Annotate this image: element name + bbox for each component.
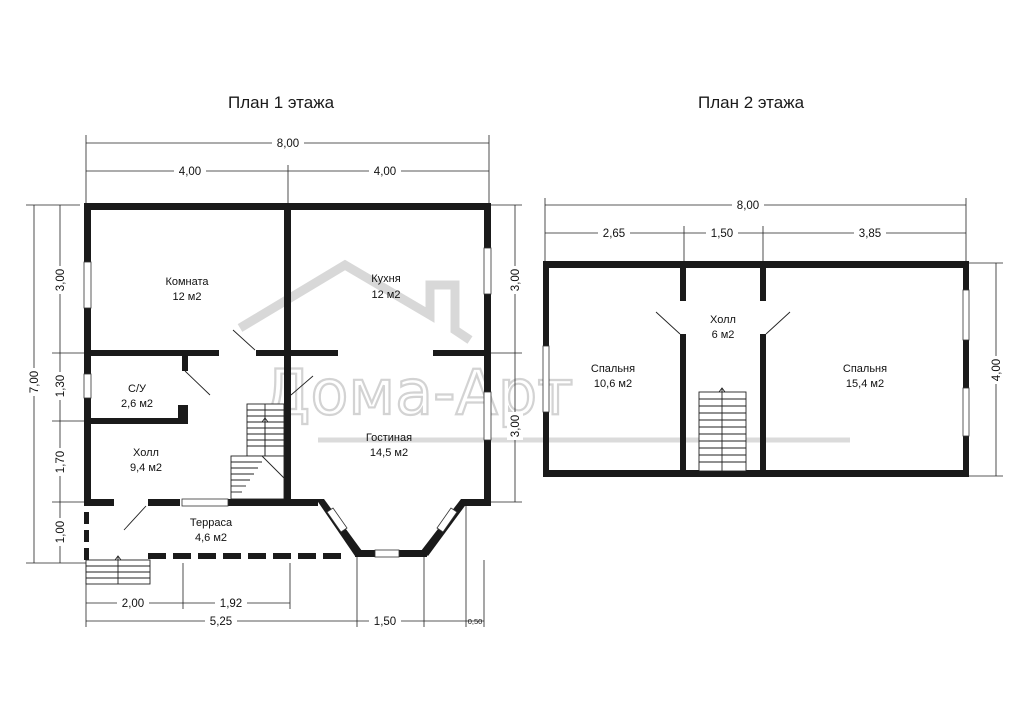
floor2-right-dimensions: 4,00 bbox=[966, 262, 1004, 477]
window-left-room bbox=[83, 261, 92, 309]
floor2-stairs bbox=[698, 387, 747, 472]
room-bathroom-area: 2,6 м2 bbox=[121, 398, 153, 410]
floor2-plan: 8,00 2,65 1,50 3,85 4,00 bbox=[542, 198, 1004, 477]
f2-window-right-bottom bbox=[962, 387, 970, 437]
room-kitchen-name: Кухня bbox=[371, 273, 400, 285]
room-komnata-name: Комната bbox=[165, 276, 209, 288]
room-hall-area: 9,4 м2 bbox=[130, 462, 162, 474]
dim-right-seg1: 3,00 bbox=[510, 269, 522, 291]
room-hall-name: Холл bbox=[133, 447, 159, 459]
room-bathroom-name: С/У bbox=[128, 383, 147, 395]
f2-room-bedroom2-area: 15,4 м2 bbox=[846, 378, 884, 390]
f2-window-left bbox=[542, 345, 550, 413]
floor1-doors bbox=[123, 329, 314, 531]
f2-dim-seg3: 3,85 bbox=[859, 228, 881, 240]
f2-room-bedroom1-name: Спальня bbox=[591, 363, 635, 375]
floor2-room-labels: Холл 6 м2 Спальня 10,6 м2 Спальня 15,4 м… bbox=[591, 314, 887, 390]
f2-dim-seg2: 1,50 bbox=[711, 228, 733, 240]
watermark-house-icon bbox=[237, 259, 473, 344]
room-living-area: 14,5 м2 bbox=[370, 447, 408, 459]
dim-left-seg1: 3,00 bbox=[55, 269, 67, 291]
window-kitchen bbox=[483, 247, 492, 295]
window-bay-right bbox=[436, 507, 458, 533]
floor2-title: План 2 этажа bbox=[698, 93, 805, 112]
watermark-text: Дома-Арт bbox=[262, 356, 573, 429]
window-hall bbox=[181, 498, 229, 507]
f2-room-bedroom1-area: 10,6 м2 bbox=[594, 378, 632, 390]
window-bay-front bbox=[374, 549, 400, 558]
dim-left-seg3: 1,70 bbox=[55, 451, 67, 473]
floor1-left-dimensions: 7,00 3,00 1,30 1,70 1,00 bbox=[26, 204, 90, 564]
window-living bbox=[483, 391, 492, 441]
floor1-title: План 1 этажа bbox=[228, 93, 335, 112]
floor2-top-dimensions: 8,00 2,65 1,50 3,85 bbox=[544, 198, 967, 263]
dim-bottom-seg1: 2,00 bbox=[122, 598, 144, 610]
window-bathroom bbox=[83, 373, 92, 399]
f2-window-right-top bbox=[962, 289, 970, 341]
f2-room-hall-name: Холл bbox=[710, 314, 736, 326]
floor2-windows bbox=[542, 289, 970, 437]
f2-dim-total-width: 8,00 bbox=[737, 200, 759, 212]
dim-right-width: 4,00 bbox=[374, 166, 396, 178]
floor1-right-dimensions: 3,00 3,00 bbox=[470, 204, 523, 503]
dim-bottom-total-left: 5,25 bbox=[210, 616, 232, 628]
watermark: Дома-Арт bbox=[237, 259, 850, 443]
floor2-doors bbox=[655, 311, 791, 335]
floor1-windows bbox=[83, 247, 492, 558]
dim-left-seg4: 1,00 bbox=[55, 521, 67, 543]
room-komnata-area: 12 м2 bbox=[173, 291, 202, 303]
dim-right-seg2: 3,00 bbox=[510, 415, 522, 437]
room-living-name: Гостиная bbox=[366, 432, 412, 444]
room-terrace-area: 4,6 м2 bbox=[195, 532, 227, 544]
dim-bottom-bay: 1,50 bbox=[374, 616, 396, 628]
room-kitchen-area: 12 м2 bbox=[372, 289, 401, 301]
f2-dim-depth: 4,00 bbox=[991, 359, 1003, 381]
floor1-room-labels: Комната 12 м2 Кухня 12 м2 С/У 2,6 м2 Хол… bbox=[121, 273, 412, 544]
dim-total-width: 8,00 bbox=[277, 138, 299, 150]
floor1-walls bbox=[84, 203, 491, 560]
floor1-bottom-dimensions: 2,00 1,92 5,25 1,50 0,50 bbox=[85, 502, 485, 628]
floor1-plan: 8,00 4,00 4,00 7,00 3,00 1,30 1,70 bbox=[26, 135, 523, 628]
floor1-stairs bbox=[85, 403, 285, 585]
room-terrace-name: Терраса bbox=[190, 517, 233, 529]
dim-left-seg2: 1,30 bbox=[55, 375, 67, 397]
f2-room-hall-area: 6 м2 bbox=[712, 329, 735, 341]
dim-bottom-small: 0,50 bbox=[468, 617, 483, 626]
dim-left-width: 4,00 bbox=[179, 166, 201, 178]
window-bay-left bbox=[326, 507, 348, 533]
f2-dim-seg1: 2,65 bbox=[603, 228, 625, 240]
dim-bottom-seg2: 1,92 bbox=[220, 598, 242, 610]
floor1-top-dimensions: 8,00 4,00 4,00 bbox=[85, 135, 490, 205]
f2-room-bedroom2-name: Спальня bbox=[843, 363, 887, 375]
dim-total-depth: 7,00 bbox=[29, 371, 41, 393]
